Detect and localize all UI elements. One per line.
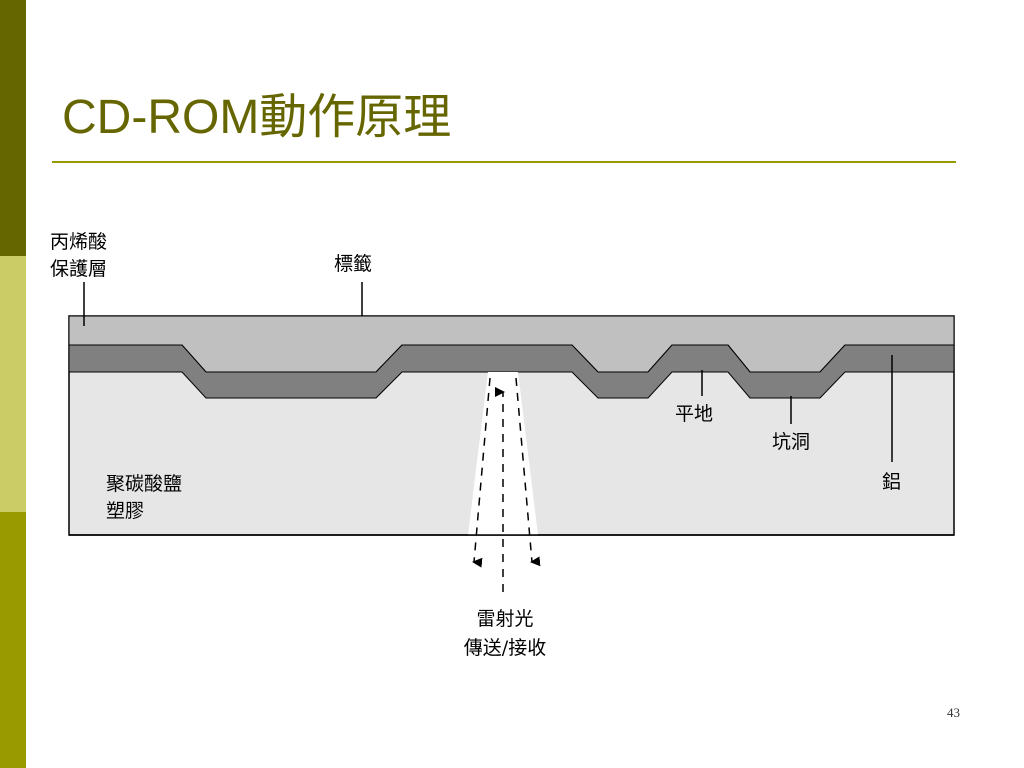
- land-label: 平地: [675, 403, 713, 425]
- polycarbonate-label-line2: 塑膠: [106, 500, 144, 522]
- label-label: 標籤: [334, 253, 372, 275]
- polycarbonate-label-line1: 聚碳酸鹽: [106, 473, 182, 495]
- aluminum-label: 鋁: [882, 471, 901, 493]
- page-number: 43: [947, 705, 960, 720]
- title-underline: [52, 161, 956, 163]
- laser-label-line1: 雷射光: [476, 608, 533, 630]
- slide-title: CD-ROM動作原理: [62, 91, 452, 144]
- laser-reflect-left-arrow: [472, 377, 491, 568]
- laser-reflect-right-arrow: [515, 377, 541, 567]
- side-band-middle: [0, 256, 26, 512]
- side-band-top: [0, 0, 26, 256]
- aluminum-layer: [68, 344, 955, 399]
- laser-label-line2: 傳送/接收: [464, 637, 546, 659]
- side-band-bottom: [0, 512, 26, 768]
- pit-label: 坑洞: [772, 431, 810, 453]
- acrylic-label-line2: 保護層: [50, 258, 107, 280]
- acrylic-label-line1: 丙烯酸: [50, 231, 107, 253]
